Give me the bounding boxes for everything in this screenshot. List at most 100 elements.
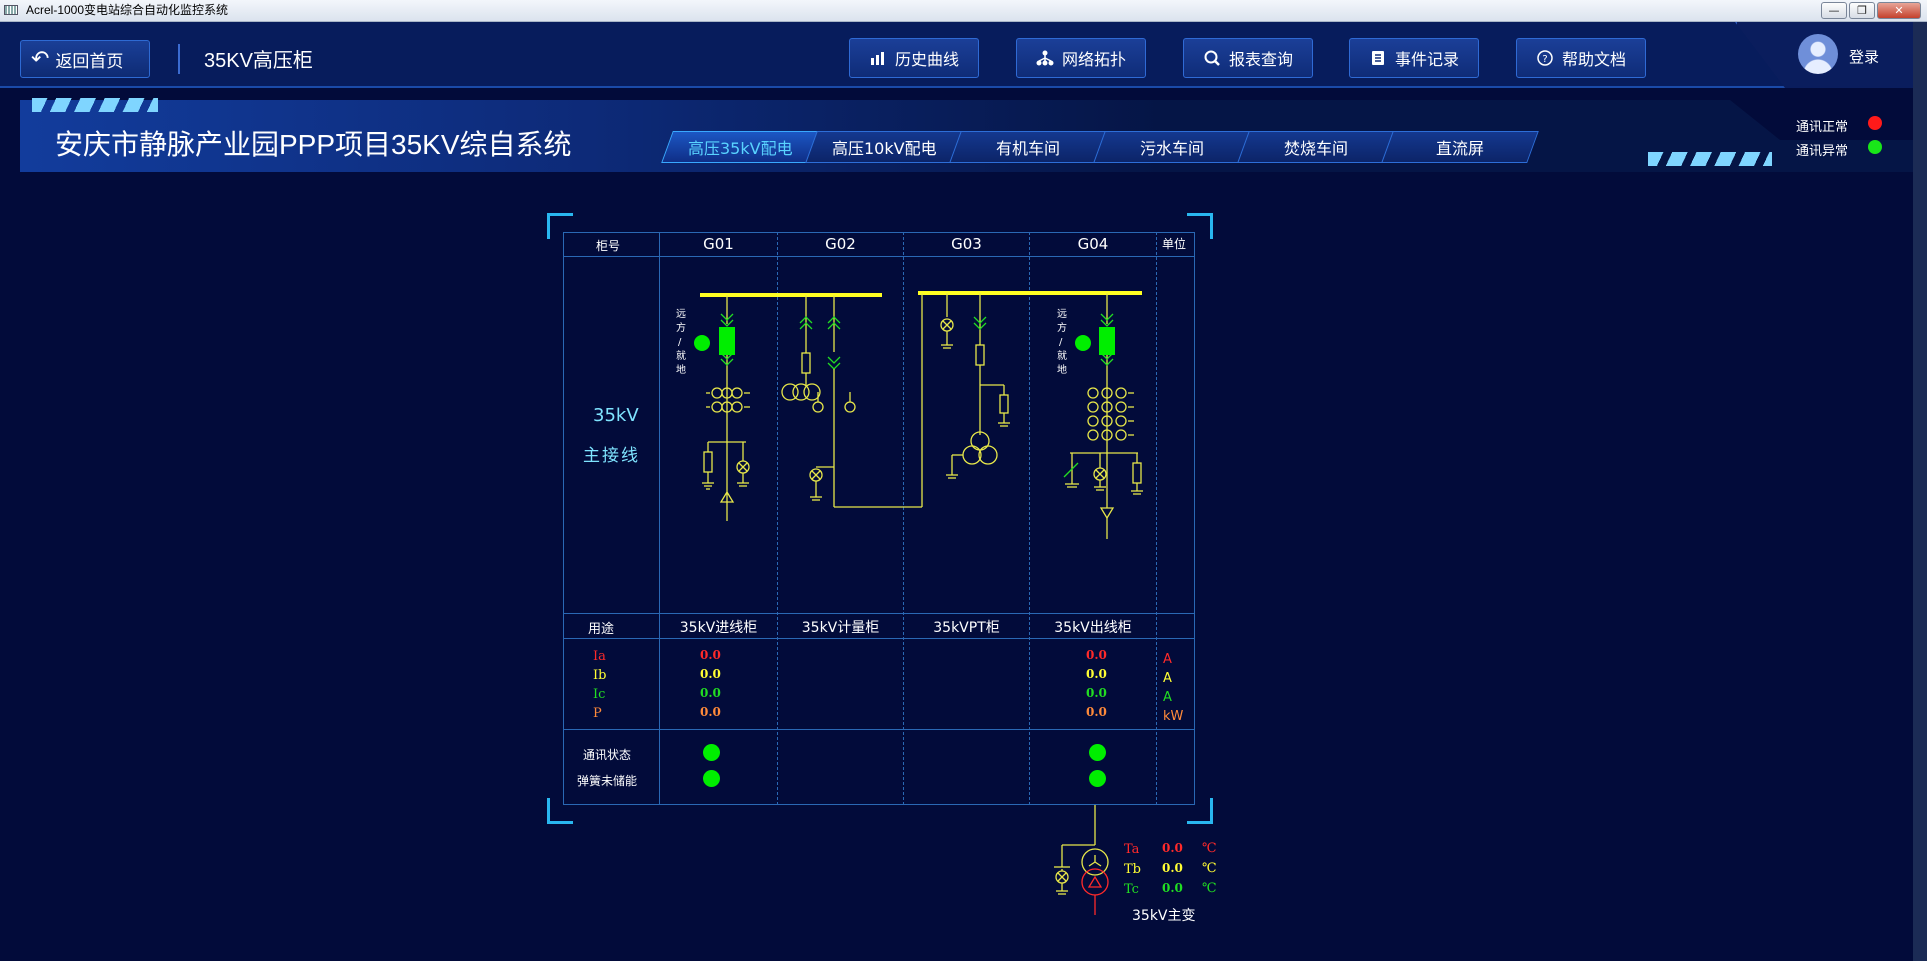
row-title-main-wiring: 主接线 [583,446,640,466]
tab-label: 焚烧车间 [1283,139,1348,158]
tab-label: 有机车间 [995,139,1060,158]
tab-hv-10kv[interactable]: 高压10kV配电 [805,131,963,163]
g04-remote-char: 方 [1057,321,1067,334]
measure-label-ic: Ic [593,687,606,702]
main-transformer-symbol [1054,805,1109,915]
cabinet-g03-header: G03 [951,235,982,253]
g04-remote-char: 就 [1057,349,1067,362]
g04-ib-value: 0.0 [1086,667,1107,681]
g04-p-value: 0.0 [1086,705,1107,719]
tab-organic-workshop[interactable]: 有机车间 [949,131,1107,163]
cabinet-table [563,232,1195,805]
g01-breaker [719,327,735,355]
row-divider [563,638,1195,639]
event-record-label: 事件记录 [1394,50,1459,69]
tab-label: 高压35kV配电 [687,139,793,158]
unit-p: kW [1163,709,1184,724]
maximize-button[interactable]: ❐ [1849,2,1875,19]
temp-value-ta: 0.0 [1162,841,1183,855]
col-divider [777,232,778,805]
cabinet-g01-header: G01 [703,235,734,253]
measure-label-p: P [593,706,602,721]
g01-remote-char: 方 [676,321,686,334]
row-divider [563,613,1195,614]
col-divider [903,232,904,805]
network-topology-button[interactable]: 网络拓扑 [1016,38,1146,78]
unit-ic: A [1163,690,1172,705]
temp-value-tb: 0.0 [1162,861,1183,875]
g04-breaker [1099,327,1115,355]
avatar[interactable] [1798,34,1838,74]
panel-corner-br [1187,798,1213,824]
g04-local-remote-indicator [1075,335,1091,351]
measure-label-ia: Ia [593,649,606,664]
back-home-label: 返回首页 [55,51,124,72]
search-report-icon [1203,49,1221,67]
g04-remote-char: 地 [1057,363,1067,376]
g01-spring-status-indicator [703,770,720,787]
report-query-label: 报表查询 [1228,50,1293,69]
legend-comm-normal-label: 通讯正常 [1796,120,1849,135]
col-divider [1029,232,1030,805]
g04-remote-char: 远 [1057,308,1067,320]
tab-incineration-workshop[interactable]: 焚烧车间 [1237,131,1395,163]
app-icon [4,5,18,15]
col-divider [659,232,660,805]
unit-ib: A [1163,671,1172,686]
g04-comm-status-indicator [1089,744,1106,761]
panel-corner-tl [547,213,573,239]
unit-ia: A [1163,652,1172,667]
minimize-button[interactable]: — [1821,2,1847,19]
temp-label-ta: Ta [1124,842,1140,857]
g01-p-value: 0.0 [700,705,721,719]
row-divider [563,729,1195,730]
usage-header: 用途 [588,622,615,637]
system-title: 安庆市静脉产业园PPP项目35KV综自系统 [55,129,572,160]
cabinet-no-header: 柜号 [596,239,621,253]
unit-header: 单位 [1162,237,1187,251]
tab-label: 高压10kV配电 [831,139,937,158]
g04-ia-value: 0.0 [1086,648,1107,662]
help-docs-button[interactable]: ? 帮助文档 [1516,38,1646,78]
event-record-button[interactable]: 事件记录 [1349,38,1479,78]
temp-value-tc: 0.0 [1162,881,1183,895]
g01-remote-char: 地 [676,363,686,376]
legend-comm-abnormal-label: 通讯异常 [1796,144,1849,159]
temp-unit-tb: ℃ [1202,861,1217,876]
help-icon: ? [1536,49,1554,67]
comm-status-label: 通讯状态 [583,748,632,762]
single-line-diagram: 远 方 / 就 地 远 方 / 就 地 [676,291,1143,539]
main-transformer-label: 35kV主变 [1132,908,1196,924]
help-docs-label: 帮助文档 [1561,50,1626,69]
temp-label-tc: Tc [1124,882,1139,897]
page-title: 35KV高压柜 [204,50,313,72]
tab-hv-35kv[interactable]: 高压35kV配电 [661,131,819,163]
chart-icon [869,49,887,67]
g01-comm-status-indicator [703,744,720,761]
back-arrow-icon: ↶ [31,46,50,72]
cabinet-g04-header: G04 [1077,235,1109,253]
g01-ic-value: 0.0 [700,686,721,700]
close-button[interactable]: ✕ [1877,2,1921,19]
temp-label-tb: Tb [1124,862,1141,877]
cabinet-g02-header: G02 [825,235,856,253]
g01-remote-char: / [678,337,682,348]
network-icon [1036,49,1054,67]
right-window-edge [1913,22,1927,961]
back-home-button[interactable]: ↶ 返回首页 [20,40,150,78]
history-curve-label: 历史曲线 [894,50,959,69]
panel-corner-tr [1187,213,1213,239]
tab-sewage-workshop[interactable]: 污水车间 [1093,131,1251,163]
row-divider [563,256,1195,257]
g04-remote-char: / [1059,337,1063,348]
spring-uncharged-label: 弹簧未储能 [577,774,638,788]
temp-unit-tc: ℃ [1202,881,1217,896]
login-link[interactable]: 登录 [1849,48,1880,66]
top-navigation-bar: ↶ 返回首页 35KV高压柜 历史曲线 网络拓扑 报表查询 事件记录 ? 帮助文… [0,22,1927,88]
svg-text:?: ? [1542,54,1547,65]
history-curve-button[interactable]: 历史曲线 [849,38,979,78]
tab-dc-panel[interactable]: 直流屏 [1381,131,1539,163]
report-query-button[interactable]: 报表查询 [1183,38,1313,78]
g04-spring-status-indicator [1089,770,1106,787]
usage-g04: 35kV出线柜 [1054,620,1132,636]
